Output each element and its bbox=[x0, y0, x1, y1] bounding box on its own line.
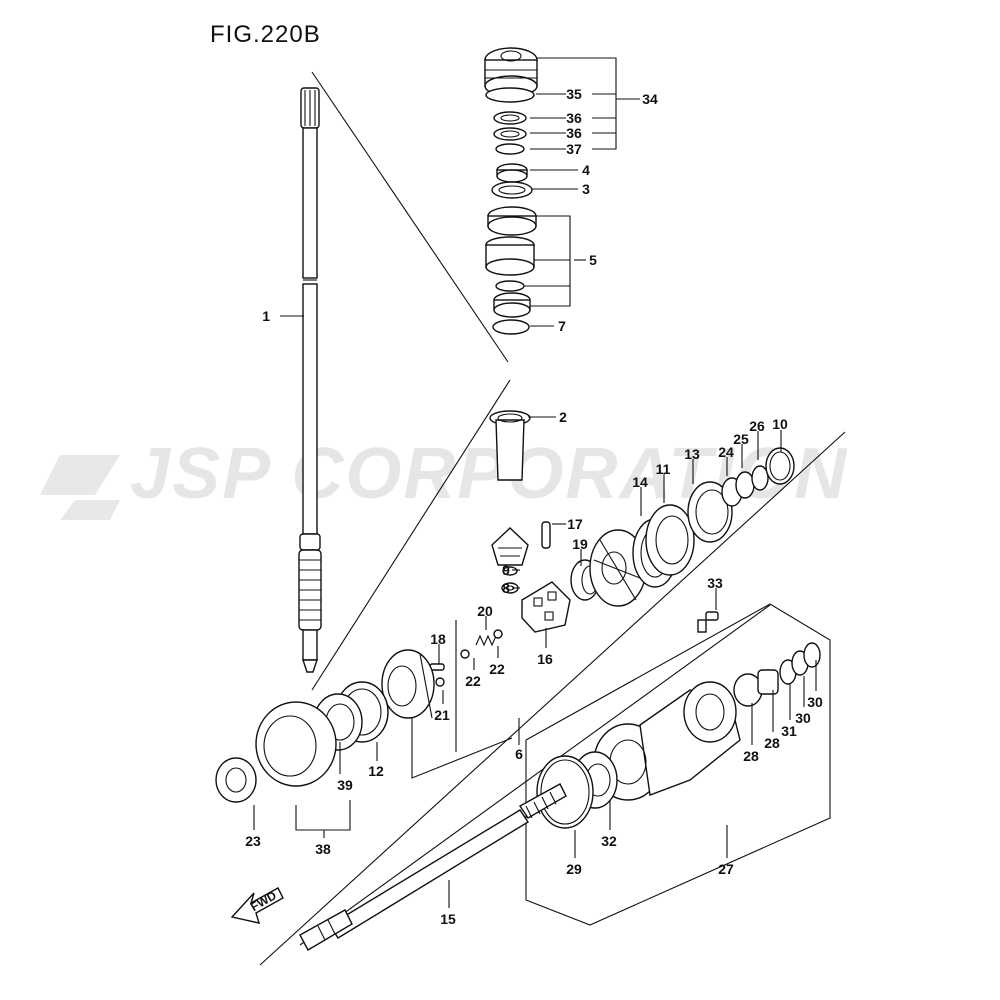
part-38-bracket bbox=[295, 800, 351, 831]
callout-label-c1[interactable]: 1 bbox=[262, 308, 270, 324]
callout-label-c18[interactable]: 18 bbox=[430, 631, 446, 647]
callout-label-c20[interactable]: 20 bbox=[477, 603, 493, 619]
callout-label-c24[interactable]: 24 bbox=[718, 444, 734, 460]
clutch-dog-part-16[interactable] bbox=[521, 581, 571, 633]
callout-label-c33[interactable]: 33 bbox=[707, 575, 723, 591]
callout-label-c28b[interactable]: 28 bbox=[764, 735, 780, 751]
callout-label-c9[interactable]: 9 bbox=[502, 562, 510, 578]
callout-label-c31[interactable]: 31 bbox=[781, 723, 797, 739]
oil-seal-part-30b[interactable] bbox=[803, 642, 821, 668]
callout-label-c6[interactable]: 6 bbox=[515, 746, 523, 762]
callout-label-c12[interactable]: 12 bbox=[368, 763, 384, 779]
callout-label-c29[interactable]: 29 bbox=[566, 861, 582, 877]
callout-label-c5[interactable]: 5 bbox=[589, 252, 597, 268]
oring-part-10[interactable] bbox=[765, 447, 795, 485]
bolt-part-33[interactable] bbox=[697, 611, 719, 633]
callout-label-c36a[interactable]: 36 bbox=[566, 110, 582, 126]
drive-shaft-part-1[interactable] bbox=[298, 87, 322, 673]
callout-label-c11[interactable]: 11 bbox=[656, 461, 671, 477]
part-34-bracket bbox=[537, 57, 617, 150]
figure-title: FIG.220B bbox=[210, 21, 321, 48]
callout-label-c26[interactable]: 26 bbox=[749, 418, 765, 434]
race-part-3[interactable] bbox=[491, 181, 533, 199]
spring-part-20[interactable] bbox=[475, 634, 497, 647]
bearing-part-4[interactable] bbox=[496, 163, 528, 183]
callout-label-c15[interactable]: 15 bbox=[440, 911, 456, 927]
detail-guide-lower bbox=[311, 379, 511, 691]
callout-label-c17[interactable]: 17 bbox=[567, 516, 583, 532]
ring-part-25[interactable] bbox=[735, 471, 755, 499]
part-5-bracket bbox=[530, 215, 571, 307]
bearing-case-part-38[interactable] bbox=[255, 701, 337, 787]
pin-part-17[interactable] bbox=[541, 521, 551, 549]
clip-part-26[interactable] bbox=[751, 465, 769, 491]
callout-label-c37[interactable]: 37 bbox=[566, 141, 582, 157]
exploded-view-lines bbox=[259, 71, 846, 966]
propeller-shaft-part-15[interactable] bbox=[299, 783, 567, 951]
callout-label-c32[interactable]: 32 bbox=[601, 833, 617, 849]
callout-label-c22b[interactable]: 22 bbox=[489, 661, 505, 677]
clip-part-21[interactable] bbox=[435, 677, 445, 687]
callout-label-c39[interactable]: 39 bbox=[337, 777, 353, 793]
washer-part-9[interactable] bbox=[502, 566, 518, 576]
shaft-axis-guide-2 bbox=[299, 604, 771, 946]
fwd-direction-arrow: FWD bbox=[230, 887, 284, 924]
callout-label-c4[interactable]: 4 bbox=[582, 162, 590, 178]
pinion-group-bracket bbox=[411, 690, 513, 779]
thrust-washer-part-11[interactable] bbox=[645, 504, 695, 576]
shim-part-7[interactable] bbox=[492, 319, 530, 335]
shim-part-13[interactable] bbox=[687, 481, 733, 543]
tapered-bearing-part-5[interactable] bbox=[485, 206, 537, 318]
callout-label-c28a[interactable]: 28 bbox=[743, 748, 759, 764]
reverse-gear[interactable] bbox=[381, 649, 435, 719]
ball-part-22b[interactable] bbox=[493, 629, 503, 639]
detail-guide-upper bbox=[311, 71, 509, 363]
oil-seal-part-36a[interactable] bbox=[493, 111, 527, 125]
callout-label-c3[interactable]: 3 bbox=[582, 181, 590, 197]
bearing-housing-part-34[interactable] bbox=[484, 47, 538, 97]
callout-label-c16[interactable]: 16 bbox=[537, 651, 553, 667]
callout-label-c38[interactable]: 38 bbox=[315, 841, 331, 857]
callout-label-c22a[interactable]: 22 bbox=[465, 673, 481, 689]
callout-label-c13[interactable]: 13 bbox=[684, 446, 700, 462]
callout-label-c35[interactable]: 35 bbox=[566, 86, 582, 102]
callout-label-c34[interactable]: 34 bbox=[642, 91, 658, 107]
oring-part-35[interactable] bbox=[485, 87, 535, 103]
oring-part-29[interactable] bbox=[536, 755, 594, 829]
callout-label-c36b[interactable]: 36 bbox=[566, 125, 582, 141]
callout-label-c30b[interactable]: 30 bbox=[807, 694, 823, 710]
callout-label-c21[interactable]: 21 bbox=[434, 707, 450, 723]
callout-label-c25[interactable]: 25 bbox=[733, 431, 749, 447]
callout-label-c8[interactable]: 8 bbox=[502, 580, 510, 596]
sleeve-part-2[interactable] bbox=[489, 410, 531, 481]
callout-label-c19[interactable]: 19 bbox=[572, 536, 588, 552]
oil-seal-part-36b[interactable] bbox=[493, 127, 527, 141]
jsp-logo-mark bbox=[40, 455, 120, 520]
sleeve-part-23[interactable] bbox=[215, 757, 257, 803]
bearing-part-28b[interactable] bbox=[757, 669, 779, 695]
ball-part-22a[interactable] bbox=[460, 649, 470, 659]
oring-part-37[interactable] bbox=[495, 143, 525, 155]
callout-label-c27[interactable]: 27 bbox=[718, 861, 734, 877]
pinion-gear[interactable] bbox=[491, 527, 529, 566]
callout-label-c14[interactable]: 14 bbox=[632, 474, 648, 490]
callout-label-c7[interactable]: 7 bbox=[558, 318, 566, 334]
propeller-shaft-housing[interactable] bbox=[593, 681, 741, 801]
gear-case-group-27 bbox=[525, 603, 831, 926]
shaft-axis-guide bbox=[259, 431, 846, 966]
callout-label-c30a[interactable]: 30 bbox=[795, 710, 811, 726]
callout-label-c23[interactable]: 23 bbox=[245, 833, 261, 849]
callout-layer: 1234578910111213141516171819202122222324… bbox=[245, 86, 823, 927]
callout-label-c10[interactable]: 10 bbox=[772, 416, 788, 432]
callout-label-c2[interactable]: 2 bbox=[559, 409, 567, 425]
